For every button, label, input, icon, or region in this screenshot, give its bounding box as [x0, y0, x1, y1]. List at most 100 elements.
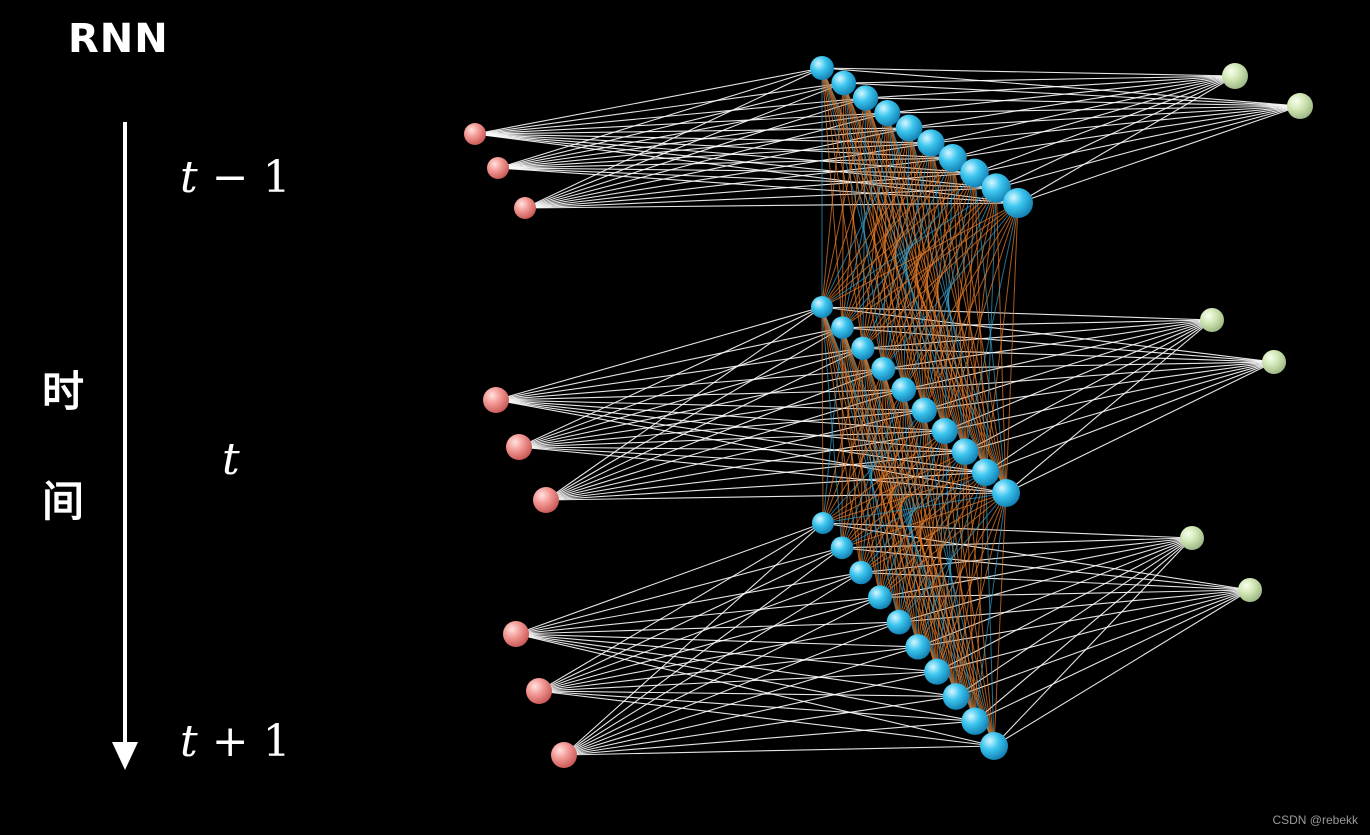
recurrent-edge [843, 82, 946, 432]
hidden-neuron [960, 158, 989, 188]
hidden-output-edge [1005, 361, 1275, 494]
hidden-output-edge [903, 361, 1275, 391]
hidden-neuron [992, 479, 1020, 507]
recurrent-edge [865, 97, 1007, 494]
input-hidden-edge [497, 167, 997, 189]
hidden-output-edge [974, 589, 1251, 722]
recurrent-edge [923, 202, 1019, 411]
hidden-neuron [905, 634, 931, 660]
hidden-neuron [851, 336, 875, 361]
recurrent-edge [917, 472, 987, 648]
input-hidden-edge [474, 133, 975, 174]
recurrent-edge [993, 492, 1007, 747]
hidden-output-edge [843, 82, 1301, 107]
recurrent-edge [882, 172, 975, 370]
hidden-output-edge [887, 75, 1236, 114]
input-hidden-edge [497, 142, 931, 169]
watermark: CSDN @rebekk [1272, 813, 1358, 827]
recurrent-edge [822, 430, 945, 524]
recurrent-edge [974, 492, 1007, 722]
hidden-output-edge [985, 361, 1275, 473]
hidden-output-edge [1005, 319, 1213, 494]
recurrent-edge [923, 187, 997, 411]
hidden-output-edge [821, 67, 1301, 107]
recurrent-edge [862, 127, 910, 349]
recurrent-edge [862, 187, 997, 349]
recurrent-edge [903, 202, 1019, 390]
recurrent-edge [860, 430, 946, 573]
hidden-neuron [812, 512, 834, 534]
recurrent-edge [865, 97, 966, 452]
recurrent-edge [879, 472, 986, 598]
hidden-neuron [971, 458, 1000, 487]
input-neuron [526, 678, 552, 704]
hidden-output-edge [993, 537, 1193, 747]
recurrent-edge [821, 82, 845, 308]
input-hidden-edge [545, 368, 884, 501]
hidden-output-edge [995, 75, 1236, 189]
recurrent-edge [821, 157, 954, 308]
hidden-output-edge [821, 67, 1236, 77]
hidden-neuron [895, 114, 923, 142]
input-hidden-edge [538, 690, 957, 697]
input-hidden-edge [563, 720, 976, 756]
output-neuron [1238, 578, 1262, 602]
input-hidden-edge [474, 133, 1019, 204]
input-hidden-edge [524, 97, 866, 209]
recurrent-edge [879, 492, 1007, 598]
hidden-neuron [849, 560, 873, 585]
hidden-neuron [874, 100, 901, 126]
hidden-output-edge [974, 537, 1193, 722]
input-hidden-edge [497, 167, 1019, 204]
input-hidden-edge [538, 522, 824, 692]
recurrent-edge [944, 202, 1019, 432]
input-hidden-edge [515, 633, 938, 673]
input-hidden-edge [538, 690, 995, 747]
recurrent-edge [903, 157, 954, 390]
hidden-output-edge [917, 537, 1193, 648]
input-hidden-edge [495, 306, 823, 401]
hidden-neuron [951, 438, 979, 465]
input-hidden-edge [515, 621, 900, 635]
input-hidden-edge [474, 67, 823, 135]
recurrent-edge [1005, 202, 1019, 494]
recurrent-edge [860, 410, 925, 573]
hidden-output-edge [883, 319, 1213, 370]
hidden-neuron [852, 85, 879, 111]
hidden-neuron [886, 609, 912, 635]
hidden-output-edge [917, 589, 1251, 648]
hidden-neuron [924, 658, 950, 685]
recurrent-edge [822, 492, 1007, 524]
recurrent-edge [898, 451, 966, 623]
recurrent-edge [886, 112, 987, 473]
input-hidden-edge [563, 572, 862, 756]
input-hidden-edge [495, 327, 843, 401]
input-hidden-edge [545, 306, 823, 501]
recurrent-edge [860, 471, 986, 573]
input-hidden-edge [474, 82, 844, 135]
input-hidden-edge [524, 82, 844, 209]
input-hidden-edge [545, 471, 986, 501]
recurrent-edge [821, 306, 976, 722]
hidden-output-edge [952, 75, 1236, 159]
hidden-output-edge [1017, 75, 1236, 204]
input-hidden-edge [563, 547, 843, 756]
hidden-neuron [1003, 188, 1033, 218]
input-hidden-edge [545, 327, 843, 501]
hidden-output-edge [944, 361, 1275, 432]
input-hidden-edge [524, 202, 1019, 209]
hidden-neuron [980, 732, 1008, 760]
recurrent-edge [822, 409, 925, 524]
recurrent-edge [842, 187, 997, 329]
recurrent-edge [821, 112, 888, 308]
input-hidden-edge [538, 646, 919, 692]
recurrent-edge [841, 327, 995, 747]
input-hidden-edge [563, 522, 824, 756]
hidden-output-edge [952, 105, 1301, 159]
input-hidden-edge [563, 596, 881, 756]
input-hidden-edge [515, 633, 976, 722]
input-hidden-edge [563, 695, 957, 756]
recurrent-edge [860, 492, 1007, 573]
hidden-output-edge [974, 105, 1301, 174]
